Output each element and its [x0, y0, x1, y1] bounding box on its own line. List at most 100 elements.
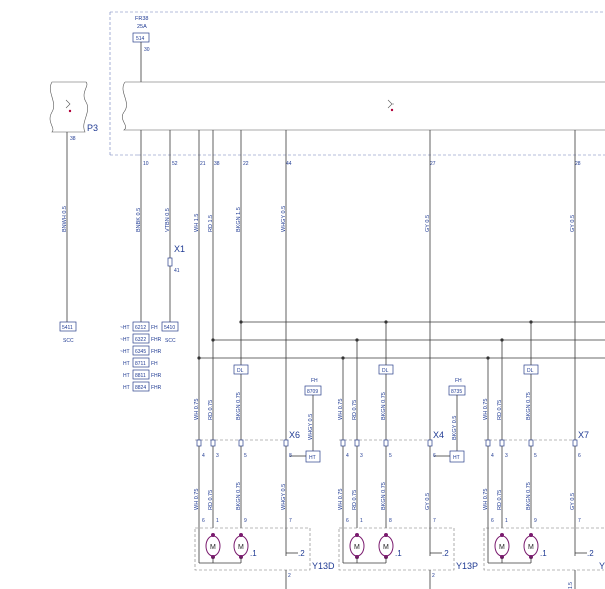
upper-wire-label: WH 0.75 [194, 399, 200, 420]
upper-wire-label: RD 0.75 [497, 400, 503, 420]
motor-letter: M [354, 544, 360, 551]
wire-label: RD 1.5 [208, 215, 214, 232]
motor-suffix: .1 [250, 549, 257, 558]
ref-label: FHR [151, 373, 162, 379]
connector-pin-number: 8 [289, 453, 292, 459]
dl-label: DL [382, 368, 389, 374]
lower-wire-label: BKGN 0.75 [236, 482, 242, 510]
motor-suffix: .1 [395, 549, 402, 558]
ref-prefix: HT [123, 361, 130, 367]
side-wire-label: BKGY 0.5 [452, 416, 458, 440]
edge-marker: 1.5 [568, 582, 574, 589]
lower-wire-label: WHGY 0.5 [281, 484, 287, 510]
ref-label: FHR [151, 337, 162, 343]
motor-pin: 6 [346, 518, 349, 524]
ref-number: 8811 [135, 373, 146, 379]
dl-label: DL [237, 368, 244, 374]
ref-prefix: HT [123, 373, 130, 379]
fh-number: 8735 [451, 389, 462, 395]
lower-wire-label: RD 0.75 [352, 490, 358, 510]
p3-pin: 38 [70, 136, 76, 142]
motor-letter: M [528, 544, 534, 551]
motor-pin: 7 [433, 518, 436, 524]
wire-label: BNBK 0.5 [136, 208, 142, 232]
motor-suffix: .2 [587, 549, 594, 558]
motor-letter: M [383, 544, 389, 551]
connector-pin [499, 439, 505, 447]
ground-box-label: SCC [63, 338, 74, 344]
top-pin: 21 [200, 161, 206, 167]
p3-module-outline [49, 81, 88, 133]
connector-pin [485, 439, 491, 447]
ht-box [305, 450, 321, 463]
main-module-ground-symbol [387, 99, 394, 109]
wire-label: BNWH 0.5 [62, 206, 68, 232]
top-pin: 22 [243, 161, 249, 167]
ref-label: FH [151, 361, 158, 367]
motor-pin: 6 [202, 518, 205, 524]
connector-pin-number: 3 [360, 453, 363, 459]
ground-box-5410 [161, 321, 179, 332]
fuse-pin: 30 [144, 47, 150, 53]
out-pin: 2 [288, 573, 291, 579]
connector-pin-number: 5 [534, 453, 537, 459]
ref-prefix: ~HT [120, 349, 130, 355]
connector-pin [354, 439, 360, 447]
connector-pin-number: 3 [216, 453, 219, 459]
motor-pin: 9 [534, 518, 537, 524]
fh-label: FH [455, 378, 462, 384]
connector-pin-number: 3 [505, 453, 508, 459]
fh-label: FH [311, 378, 318, 384]
lower-wire-label: GY 0.5 [425, 493, 431, 510]
actuator-group-y13d: WH 0.75 RD 0.75 BKGN 0.75 WHGY 0.5 X6 4 … [194, 392, 335, 589]
wire-label: GY 0.5 [570, 215, 576, 232]
actuator-group-y13p: WH 0.75 RD 0.75 BKGN 0.75 BKGY 0.5 X4 4 … [338, 392, 478, 589]
connector-pin [528, 439, 534, 447]
motor-pin: 1 [360, 518, 363, 524]
actuator-group-y: WH 0.75 RD 0.75 BKGN 0.75 X7 4 3 5 6 WH … [483, 392, 605, 589]
upper-wire-label: BKGN 0.75 [381, 392, 387, 420]
connector-pin-number: 5 [244, 453, 247, 459]
connector-pin-number: 4 [346, 453, 349, 459]
ref-number: 8824 [135, 385, 146, 391]
motor-pin: 1 [505, 518, 508, 524]
p3-label: P3 [87, 123, 98, 133]
upper-wire-label: WH 0.75 [338, 399, 344, 420]
top-pin: 27 [430, 161, 436, 167]
wire-label: WH 1.5 [194, 214, 200, 232]
top-pin: 28 [575, 161, 581, 167]
p3-ground-dot [68, 109, 72, 113]
main-module-outline [122, 81, 605, 131]
fuse-name: FR38 [135, 16, 148, 22]
motor-suffix: .2 [298, 549, 305, 558]
connector-pin [210, 439, 216, 447]
ref-prefix: HT [123, 385, 130, 391]
ref-label: FHR [151, 349, 162, 355]
ground-box-5411 [59, 321, 77, 332]
top-pin: 44 [286, 161, 292, 167]
motor-letter: M [499, 544, 505, 551]
motor-pin: 1 [216, 518, 219, 524]
ref-label: FH [151, 325, 158, 331]
connector-pin [383, 439, 389, 447]
component-label: Y13D [312, 561, 335, 571]
side-wire-label: WHGY 0.5 [308, 414, 314, 440]
motor-suffix: .1 [540, 549, 547, 558]
connector-pin [238, 439, 244, 447]
connector-label: X7 [578, 430, 589, 440]
connector-pin-number: 4 [491, 453, 494, 459]
lower-wire-label: BKGN 0.75 [526, 482, 532, 510]
connector-pin [283, 439, 289, 447]
lower-wire-label: WH 0.75 [194, 489, 200, 510]
ground-box-label: SCC [165, 338, 176, 344]
motor-letter: M [238, 544, 244, 551]
actuator-outline [338, 527, 455, 571]
motor-pin: 7 [289, 518, 292, 524]
connector-pin [196, 439, 202, 447]
actuator-outline [483, 527, 604, 571]
ht-label: HT [309, 455, 316, 461]
fh-number: 8709 [307, 389, 318, 395]
wire-label: WHGY 0.5 [281, 206, 287, 232]
upper-wire-label: BKGN 0.75 [526, 392, 532, 420]
